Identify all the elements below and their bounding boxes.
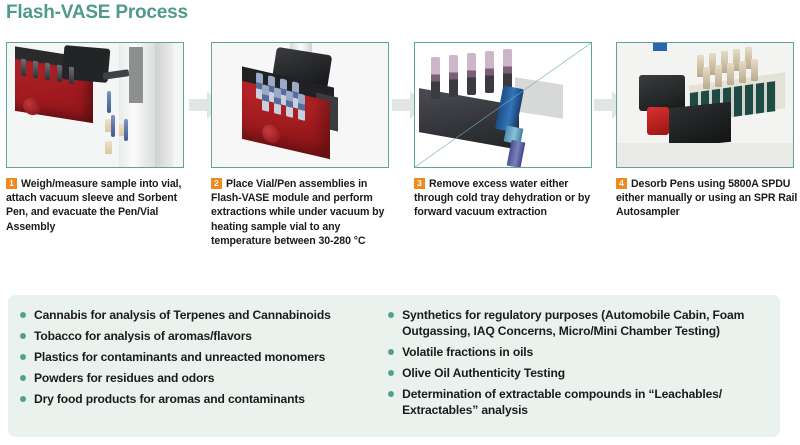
red-valve <box>647 107 669 135</box>
blue-fixture <box>653 43 667 51</box>
instrument-floor <box>617 143 793 167</box>
sample-vial <box>105 119 112 132</box>
list-item-label: Cannabis for analysis of Terpenes and Ca… <box>34 308 331 322</box>
bullet-icon <box>388 370 395 376</box>
bullet-icon <box>20 375 26 381</box>
bullet-icon <box>20 354 26 360</box>
bullet-icon <box>388 391 395 397</box>
sorbent-pen <box>21 58 26 77</box>
bullet-icon <box>20 333 26 339</box>
list-item-label: Plastics for contaminants and unreacted … <box>34 350 326 364</box>
list-item-label: Volatile fractions in oils <box>402 345 534 359</box>
sample-vial <box>105 141 112 154</box>
arrow-shaft <box>189 99 209 111</box>
sorbent-pen <box>45 62 50 81</box>
vial-pen-assembly <box>262 84 269 112</box>
autosampler-head <box>639 75 685 111</box>
page-title: Flash-VASE Process <box>6 2 188 23</box>
desorb-pen <box>727 63 734 85</box>
applications-left-column: Cannabis for analysis of Terpenes and Ca… <box>16 307 384 437</box>
applications-right-column: Synthetics for regulatory purposes (Auto… <box>384 307 772 437</box>
step-3-photo <box>414 42 592 168</box>
arrow-shaft <box>594 99 614 111</box>
sorbent-pen <box>69 66 74 85</box>
step-number-badge: 1 <box>6 178 17 189</box>
list-item-label: Olive Oil Authenticity Testing <box>402 366 565 380</box>
step-2-photo <box>211 42 389 168</box>
list-item: Powders for residues and odors <box>16 370 384 386</box>
desorb-pen <box>715 65 722 87</box>
autosampler-base <box>669 101 731 149</box>
arrow-shaft <box>392 99 412 111</box>
list-item: Cannabis for analysis of Terpenes and Ca… <box>16 307 384 323</box>
list-item-label: Synthetics for regulatory purposes (Auto… <box>402 308 745 338</box>
list-item-label: Dry food products for aromas and contami… <box>34 392 305 406</box>
vial-pen-assembly <box>298 93 305 121</box>
list-item: Dry food products for aromas and contami… <box>16 391 384 407</box>
step-number-badge: 3 <box>414 178 425 189</box>
list-item: Plastics for contaminants and unreacted … <box>16 349 384 365</box>
desorb-pen <box>751 59 758 81</box>
sorbent-pen <box>57 64 62 83</box>
desorb-pen <box>745 47 752 69</box>
instrument-panel <box>129 47 143 103</box>
bullet-icon <box>388 312 395 318</box>
sample-vial <box>119 123 126 136</box>
bullet-icon <box>20 312 26 318</box>
diagonal-split-line <box>415 43 591 167</box>
step-caption-text: Desorb Pens using 5800A SPDU either manu… <box>616 178 798 219</box>
list-item-label: Determination of extractable compounds i… <box>402 387 722 417</box>
step-caption-text: Place Vial/Pen assemblies in Flash-VASE … <box>211 178 385 247</box>
list-item: Tobacco for analysis of aromas/flavors <box>16 328 384 344</box>
list-item: Synthetics for regulatory purposes (Auto… <box>384 307 772 339</box>
list-item: Determination of extractable compounds i… <box>384 386 772 418</box>
sorbent-pen <box>33 60 38 79</box>
list-item: Volatile fractions in oils <box>384 344 772 360</box>
transfer-tube <box>107 91 111 113</box>
step-caption-text: Remove excess water either through cold … <box>414 178 591 219</box>
desorb-pen <box>709 53 716 75</box>
transfer-tube <box>111 115 115 137</box>
list-item: Olive Oil Authenticity Testing <box>384 365 772 381</box>
list-item-label: Powders for residues and odors <box>34 371 215 385</box>
desorb-pen <box>697 55 704 77</box>
vial-pen-assembly <box>286 90 293 118</box>
step-caption-text: Weigh/measure sample into vial, attach v… <box>6 178 182 233</box>
vial-pen-assembly <box>274 87 281 115</box>
list-item-label: Tobacco for analysis of aromas/flavors <box>34 329 252 343</box>
applications-panel: Cannabis for analysis of Terpenes and Ca… <box>8 295 780 437</box>
desorb-pen <box>739 61 746 83</box>
transfer-tube <box>124 119 128 141</box>
desorb-pen <box>733 49 740 71</box>
step-4-photo <box>616 42 794 168</box>
applications-columns: Cannabis for analysis of Terpenes and Ca… <box>8 295 780 437</box>
instrument-column-edge <box>155 43 173 167</box>
bullet-icon <box>20 396 26 402</box>
step-number-badge: 4 <box>616 178 627 189</box>
step-number-badge: 2 <box>211 178 222 189</box>
bullet-icon <box>388 349 395 355</box>
desorb-pen <box>721 51 728 73</box>
desorb-pen <box>703 67 710 89</box>
step-1-photo <box>6 42 184 168</box>
